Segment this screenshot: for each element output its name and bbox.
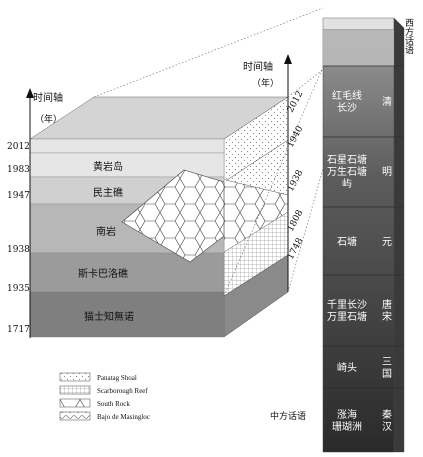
column-dynasty-label: 三	[382, 357, 392, 368]
layer-name-masingloc: 猫士知無诺	[84, 310, 134, 323]
diag-year-1938: 1938	[286, 168, 306, 193]
column-dividers	[323, 65, 404, 389]
column-layer-name-line: 屿	[342, 178, 352, 190]
left-axis-arrow	[26, 88, 34, 98]
column-dynasty-label: 唐	[382, 298, 392, 311]
column-dynasty-label: 汉	[382, 421, 392, 433]
diag-year-2012: 2012	[286, 89, 306, 114]
layer-name-nanyan: 南岩	[96, 225, 116, 238]
legend-label-scarborough: Scarborough Reef	[97, 387, 148, 395]
layer-name-huangyan: 黄岩岛	[93, 160, 123, 173]
right-axis-arrow	[284, 54, 292, 64]
layer-2012	[29, 138, 225, 154]
legend-swatch-panatag	[59, 372, 91, 382]
legend-label-panatag: Panatag Shoal	[97, 374, 137, 382]
legend-swatch-southrock	[59, 398, 91, 408]
left-year-1717: 1717	[7, 325, 30, 335]
column-layer-name-line: 千里长沙	[327, 299, 367, 311]
column-side-face	[393, 17, 405, 453]
column-layer-name-line: 涨海	[337, 408, 357, 421]
column-layer-name-line: 万里石塘	[327, 310, 367, 323]
column-layer-name-line: 石塘	[337, 235, 357, 248]
legend-swatch-masingloc	[59, 411, 91, 421]
column-layer-name-line: 长沙	[337, 102, 357, 114]
left-year-2012: 2012	[7, 142, 30, 152]
column-upper-band	[323, 30, 394, 66]
left-axis-title: 时间轴	[33, 91, 63, 104]
legend-label-masingloc: Bajo de Masingloc	[97, 413, 150, 421]
diag-year-1808: 1808	[286, 208, 306, 233]
left-year-1983: 1983	[7, 165, 30, 175]
column-dynasty-label: 国	[382, 368, 392, 380]
column-layer-name-line: 万生石塘	[327, 165, 367, 178]
diag-year-1940: 1940	[286, 124, 306, 149]
right-axis-unit: （年）	[252, 77, 279, 89]
column-dynasty-label: 明	[382, 166, 392, 178]
column-bottom-label: 中方话语	[270, 410, 306, 422]
legend-swatch-scarborough	[59, 385, 91, 395]
column-dynasty-label: 清	[382, 95, 392, 108]
column-layer-name-line: 珊瑚洲	[332, 421, 362, 433]
right-axis-title: 时间轴	[243, 60, 273, 73]
legend-label-southrock: South Rock	[97, 400, 130, 408]
column-front	[322, 29, 395, 453]
front-cutout	[121, 169, 225, 263]
layer-name-minzhu: 民主礁	[93, 186, 123, 199]
left-year-1935: 1935	[7, 284, 30, 294]
column-dynasty-label: 秦	[382, 408, 392, 421]
left-year-1938: 1938	[7, 245, 30, 255]
column-top-face	[322, 17, 395, 31]
column-dynasty-label: 宋	[382, 310, 392, 323]
layer-1717	[29, 291, 225, 338]
left-year-1947: 1947	[7, 191, 30, 201]
column-layer-name-line: 石星石塘	[327, 153, 367, 166]
left-axis-unit: （年）	[35, 113, 62, 125]
legend: Panatag Shoal Scarborough Reef South Roc…	[59, 372, 150, 421]
column-layer-name-line: 红毛线	[332, 89, 362, 102]
layer-name-scarborough: 斯卡巴洛礁	[78, 267, 128, 280]
column-layer-name-line: 崎头	[337, 361, 357, 374]
column-dynasty-label: 元	[382, 237, 392, 248]
column-top-label: 西方话语	[403, 18, 414, 55]
